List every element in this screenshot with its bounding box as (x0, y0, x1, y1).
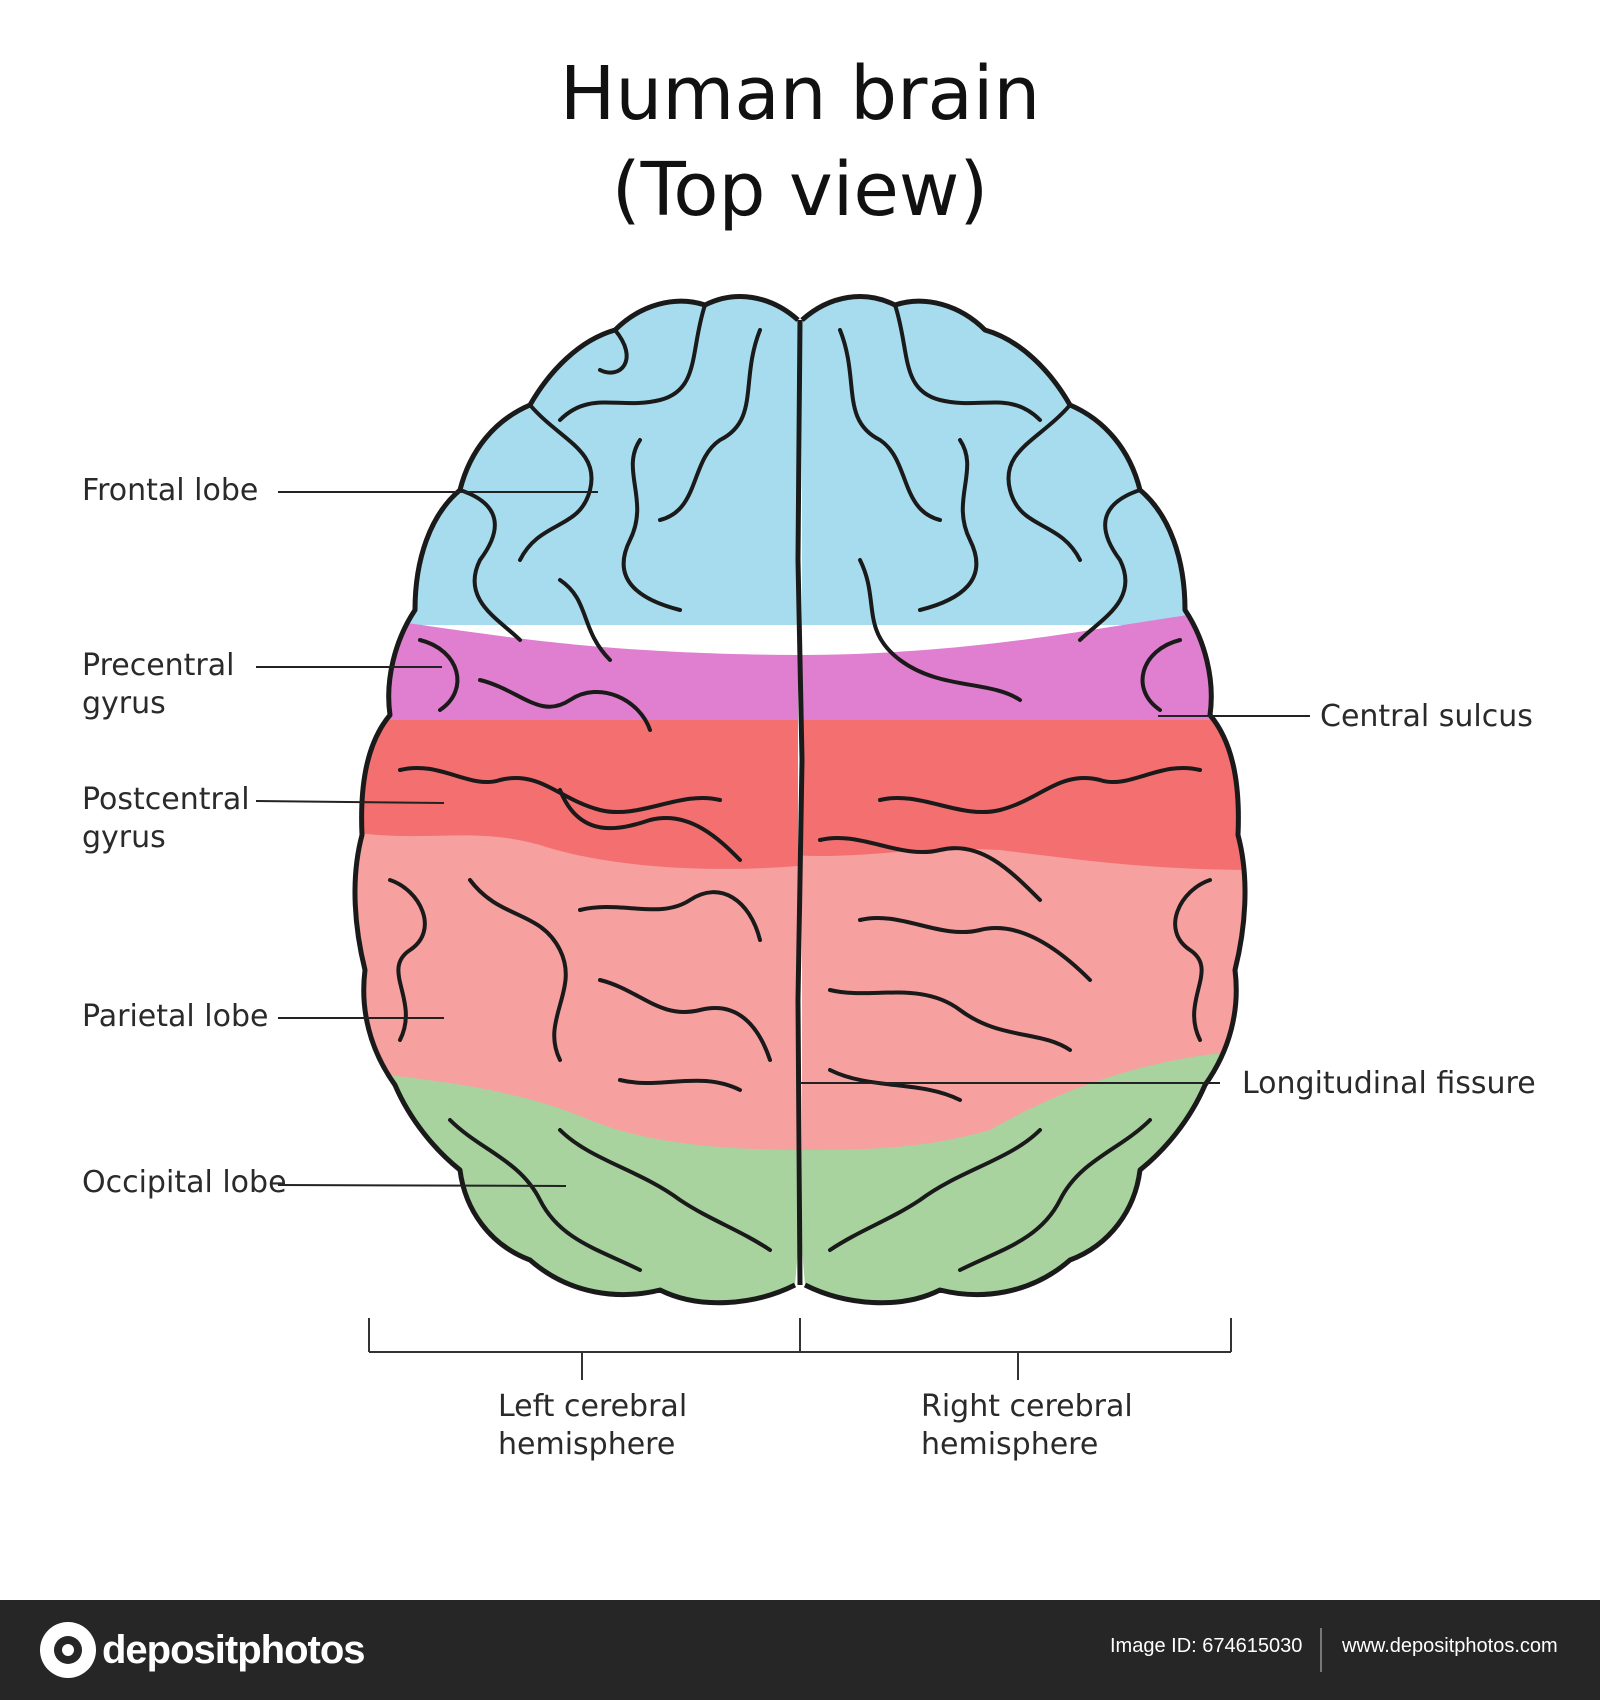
hemisphere-bracket (368, 1318, 1232, 1380)
label-right-hemisphere-line1: Right cerebral (921, 1389, 1133, 1424)
right-frontal-region (802, 296, 1246, 625)
right-precentral-region (802, 605, 1246, 740)
left-parietal-region (354, 830, 798, 1160)
label-central-sulcus: Central sulcus (1320, 699, 1533, 734)
image-id: Image ID: 674615030 (1110, 1635, 1303, 1657)
site-url-link[interactable]: www.depositphotos.com (1342, 1635, 1558, 1657)
label-frontal-lobe: Frontal lobe (82, 473, 259, 508)
left-frontal-region (354, 296, 798, 625)
label-left-hemisphere: Left cerebral hemisphere (498, 1388, 687, 1464)
left-hemisphere (354, 296, 798, 1303)
leader-lines (255, 491, 1310, 1187)
longitudinal-fissure-line (795, 319, 805, 1286)
label-occipital-lobe: Occipital lobe (82, 1165, 287, 1200)
stock-footer: depositphotos Image ID: 674615030 www.de… (0, 1600, 1600, 1700)
label-left-hemisphere-line1: Left cerebral (498, 1389, 688, 1424)
label-right-hemisphere-line2: hemisphere (921, 1427, 1099, 1462)
label-precentral-gyrus-line1: Precentral (82, 648, 235, 683)
label-postcentral-gyrus: Postcentral gyrus (82, 781, 250, 857)
depositphotos-logo[interactable]: depositphotos (40, 1622, 366, 1678)
diagram-title-line2: (Top view) (611, 147, 989, 233)
label-precentral-gyrus: Precentral gyrus (82, 647, 234, 723)
label-postcentral-gyrus-line2: gyrus (82, 820, 166, 855)
occipital-lobe-leader (277, 1184, 567, 1187)
left-precentral-region (354, 615, 798, 740)
depositphotos-logo-text: depositphotos (102, 1627, 366, 1672)
label-postcentral-gyrus-line1: Postcentral (82, 782, 250, 817)
brain-folds (388, 303, 1212, 1272)
brain-diagram (255, 294, 1310, 1380)
diagram-title-line1: Human brain (559, 51, 1041, 137)
depositphotos-logo-icon (40, 1622, 96, 1678)
label-parietal-lobe: Parietal lobe (82, 999, 269, 1034)
label-right-hemisphere: Right cerebral hemisphere (921, 1388, 1133, 1464)
label-left-hemisphere-line2: hemisphere (498, 1427, 676, 1462)
postcentral-gyrus-leader (255, 800, 445, 804)
label-longitudinal-fissure: Longitudinal fissure (1242, 1066, 1536, 1101)
label-precentral-gyrus-line2: gyrus (82, 686, 166, 721)
footer-separator (1320, 1628, 1322, 1672)
